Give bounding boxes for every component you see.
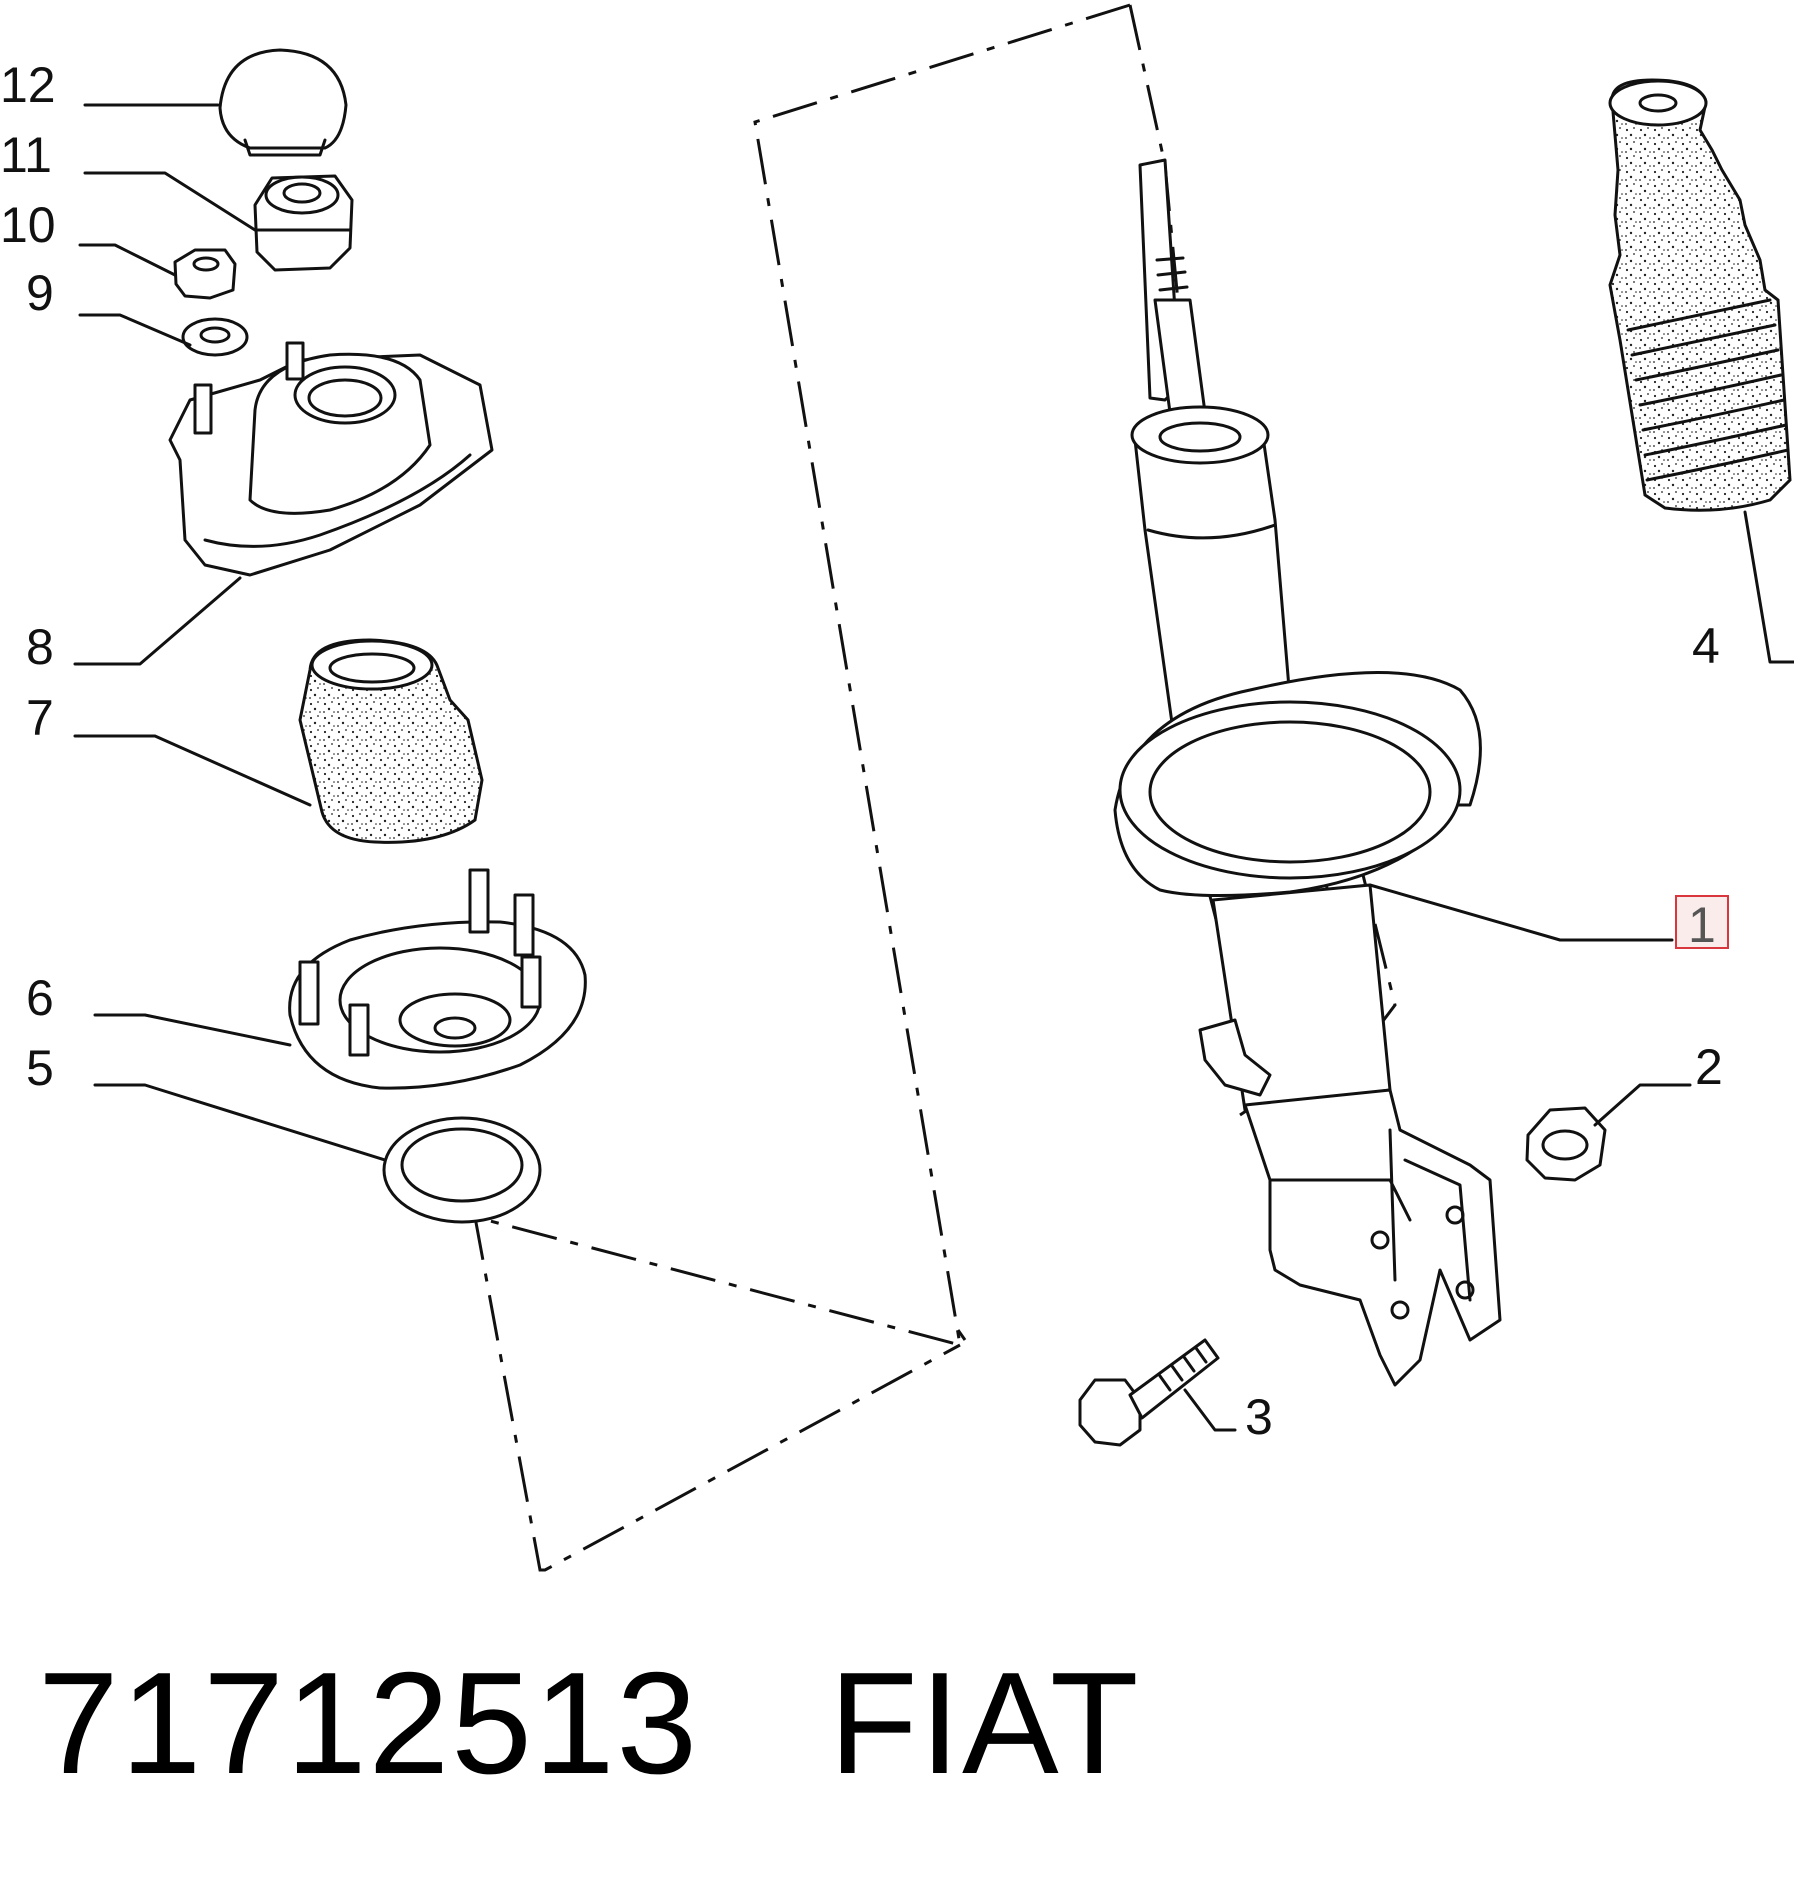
- part-8-upper-mount: [168, 341, 494, 577]
- assembly-dashed-outline-left: [473, 3, 1131, 1572]
- callout-8: 8: [26, 619, 54, 675]
- callout-3: 3: [1245, 1389, 1273, 1445]
- callout-12: 12: [0, 57, 56, 113]
- part-3-bolt: [1078, 1338, 1220, 1447]
- leader-3: [1183, 1388, 1237, 1432]
- part-5-ring-seal: [382, 1116, 542, 1224]
- part-12-cap: [218, 48, 348, 157]
- brand-name: FIAT: [829, 1642, 1141, 1804]
- leader-10: [78, 243, 177, 277]
- callout-9: 9: [26, 265, 54, 321]
- leader-8: [73, 576, 242, 666]
- leader-4: [1743, 510, 1794, 664]
- leader-9: [78, 313, 192, 347]
- leader-1: [1368, 883, 1674, 942]
- part-caption: 71712513 FIAT: [38, 1640, 1141, 1807]
- callout-1-highlight-box: [1675, 895, 1729, 949]
- leader-5: [93, 1083, 387, 1162]
- callout-5: 5: [26, 1040, 54, 1096]
- part-1-shock-absorber-strut: [1113, 158, 1502, 1387]
- callout-10: 10: [0, 197, 56, 253]
- leader-11: [83, 171, 257, 232]
- callout-2: 2: [1695, 1039, 1723, 1095]
- leader-2: [1593, 1083, 1692, 1127]
- callout-4: 4: [1692, 618, 1720, 674]
- callout-11: 11: [0, 127, 52, 183]
- part-7-bump-stop: [298, 638, 484, 844]
- leader-7: [73, 734, 312, 807]
- callout-1: 1: [1688, 897, 1716, 953]
- part-2-lock-nut: [1525, 1106, 1607, 1182]
- part-6-bearing-plate: [288, 868, 587, 1090]
- part-11-flange-nut: [253, 174, 354, 272]
- leader-6: [93, 1013, 292, 1047]
- part-10-nut: [173, 248, 237, 300]
- part-9-washer: [181, 317, 249, 357]
- callout-7: 7: [26, 690, 54, 746]
- part-number: 71712513: [38, 1642, 700, 1804]
- callout-6: 6: [26, 970, 54, 1026]
- part-4-dust-boot: [1608, 78, 1792, 512]
